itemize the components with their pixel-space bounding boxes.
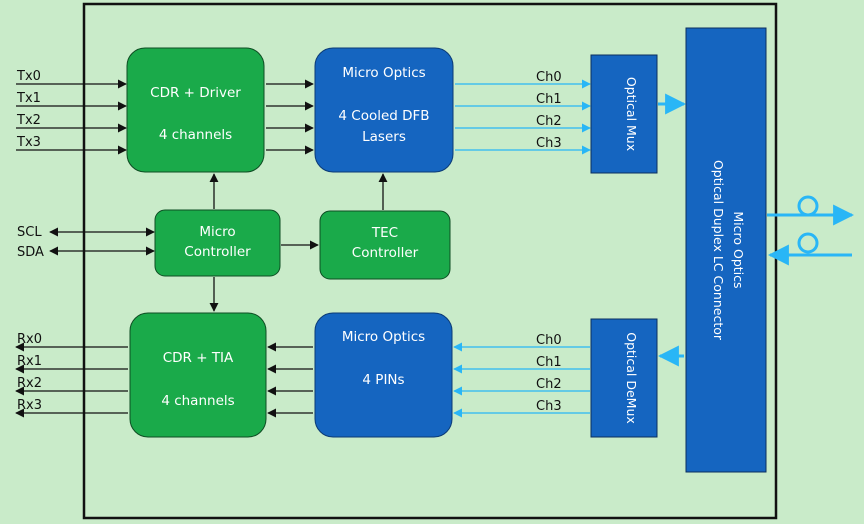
tec-controller-line2: Controller <box>352 245 419 261</box>
rx3-label: Rx3 <box>17 398 42 413</box>
micro-optics-tx-line2: 4 Cooled DFB <box>338 108 429 124</box>
connector-line1: Micro Optics <box>731 211 746 288</box>
micro-optics-tx-block <box>314 47 454 173</box>
tec-controller-block <box>319 210 451 280</box>
optical-mux-block <box>590 54 658 174</box>
i2c-lines <box>49 227 155 256</box>
micro-controller-line2: Controller <box>184 244 251 260</box>
micro-optics-rx-title: Micro Optics <box>342 329 425 345</box>
micro-optics-rx-line2: 4 PINs <box>362 372 404 388</box>
tx2-label: Tx2 <box>16 113 41 128</box>
tx-channel-lines <box>455 79 591 155</box>
cdr-tia-title: CDR + TIA <box>163 350 234 366</box>
rx-ch0-label: Ch0 <box>536 333 562 348</box>
optical-demux-label: Optical DeMux <box>624 332 639 424</box>
rx2-label: Rx2 <box>17 376 42 391</box>
cdr-driver-block <box>126 47 265 173</box>
driver-to-laser-arrows <box>266 79 314 155</box>
cdr-tia-channels: 4 channels <box>161 393 234 409</box>
rx-ch2-label: Ch2 <box>536 377 562 392</box>
optical-mux-label: Optical Mux <box>624 77 639 151</box>
cdr-driver-title: CDR + Driver <box>150 85 241 101</box>
cdr-tia-block <box>129 312 267 438</box>
micro-optics-tx-title: Micro Optics <box>342 65 425 81</box>
tx-ch2-label: Ch2 <box>536 114 562 129</box>
tx3-label: Tx3 <box>16 135 41 150</box>
sda-label: SDA <box>17 245 44 260</box>
rx1-label: Rx1 <box>17 354 42 369</box>
rx-output-lines <box>15 342 128 418</box>
tx-ch3-label: Ch3 <box>536 136 562 151</box>
tx1-label: Tx1 <box>16 91 41 106</box>
pin-to-tia-arrows <box>267 342 313 418</box>
micro-optics-rx-block <box>314 312 453 438</box>
connector-line2: Optical Duplex LC Connector <box>711 160 726 341</box>
tx-input-lines <box>16 79 127 155</box>
fiber-coil-icon <box>797 195 819 254</box>
tec-controller-line1: TEC <box>371 225 398 241</box>
tx-ch0-label: Ch0 <box>536 70 562 85</box>
micro-controller-line1: Micro <box>199 224 235 240</box>
micro-controller-block <box>154 209 281 277</box>
rx-ch3-label: Ch3 <box>536 399 562 414</box>
tx0-label: Tx0 <box>16 69 41 84</box>
cdr-driver-channels: 4 channels <box>159 127 232 143</box>
tx-ch1-label: Ch1 <box>536 92 562 107</box>
rx-ch1-label: Ch1 <box>536 355 562 370</box>
scl-label: SCL <box>17 225 42 240</box>
optical-connector-block <box>685 27 767 473</box>
micro-optics-tx-line3: Lasers <box>362 129 406 145</box>
rx0-label: Rx0 <box>17 332 42 347</box>
rx-channel-lines <box>453 342 590 418</box>
optical-demux-block <box>590 318 658 438</box>
